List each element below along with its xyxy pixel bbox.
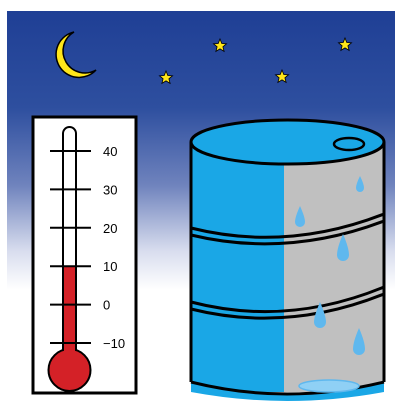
thermometer-icon: 40 30 20 10 0 −10 — [31, 115, 138, 395]
drum-ring — [190, 212, 385, 239]
drum-ring — [190, 292, 385, 320]
thermometer-tick-label: 0 — [103, 298, 110, 313]
water-drops — [295, 176, 365, 355]
drum-body-left — [191, 142, 284, 392]
drum-ring — [190, 219, 385, 246]
crescent-moon-icon — [55, 31, 97, 79]
drum-ring — [190, 285, 385, 314]
drum-bottom-edge — [190, 380, 385, 396]
thermometer-tick-labels: 40 30 20 10 0 −10 — [103, 144, 125, 351]
water-drop-icon — [314, 302, 326, 328]
water-drop-icon — [295, 206, 305, 227]
stars — [158, 36, 353, 85]
water-puddle-icon — [298, 379, 360, 393]
thermometer-frame — [31, 115, 138, 395]
thermometer-ticks — [50, 150, 91, 344]
water-drop-icon — [356, 176, 364, 192]
oil-drum-icon — [189, 118, 386, 401]
star-icon — [212, 37, 228, 53]
star-icon — [274, 68, 290, 84]
thermometer-tick-label: 10 — [103, 259, 117, 274]
thermometer-tick-label: 20 — [103, 221, 117, 236]
thermometer-tick-label: 40 — [103, 144, 117, 159]
drum-bottom — [191, 382, 384, 401]
water-drop-icon — [353, 328, 365, 355]
star-icon — [158, 69, 174, 85]
thermometer-tick-label: 30 — [103, 182, 117, 197]
thermometer-tick-label: −10 — [103, 336, 125, 351]
drum-body-right — [284, 142, 384, 392]
star-icon — [337, 36, 353, 52]
thermometer-mercury — [64, 266, 75, 366]
drum-bung — [332, 136, 366, 152]
water-drop-icon — [337, 234, 349, 261]
